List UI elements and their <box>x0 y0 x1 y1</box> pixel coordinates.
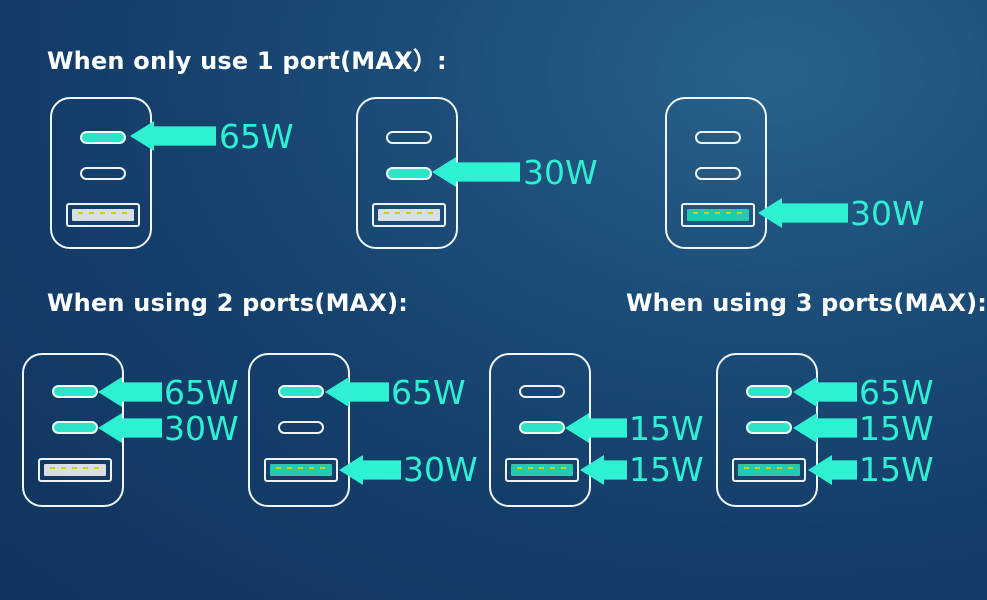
charger-single-a <box>665 97 767 249</box>
usb-c1-port <box>278 385 324 398</box>
watt-label: 30W <box>403 450 478 489</box>
watt-label: 15W <box>629 450 704 489</box>
usb-c2-port <box>519 421 565 434</box>
usb-a-port <box>732 458 806 482</box>
charger-two-c1-c2 <box>22 353 124 507</box>
usb-a-port <box>38 458 112 482</box>
usb-a-port <box>66 203 140 227</box>
watt-label: 65W <box>391 373 466 412</box>
heading-two-ports: When using 2 ports(MAX): <box>47 289 409 317</box>
usb-c1-port <box>386 131 432 144</box>
watt-label: 65W <box>219 117 294 156</box>
usb-a-port <box>681 203 755 227</box>
usb-c2-port <box>386 167 432 180</box>
watt-label: 15W <box>859 409 934 448</box>
watt-label: 30W <box>850 194 925 233</box>
usb-c2-port <box>278 421 324 434</box>
usb-c1-port <box>519 385 565 398</box>
usb-c2-port <box>80 167 126 180</box>
usb-c2-port <box>746 421 792 434</box>
usb-a-port <box>372 203 446 227</box>
charger-single-c1 <box>50 97 152 249</box>
usb-a-port <box>264 458 338 482</box>
charger-single-c2 <box>356 97 458 249</box>
watt-label: 30W <box>164 409 239 448</box>
usb-c1-port <box>695 131 741 144</box>
usb-c2-port <box>695 167 741 180</box>
charger-two-c1-a <box>248 353 350 507</box>
watt-label: 15W <box>859 450 934 489</box>
watt-label: 65W <box>164 373 239 412</box>
usb-c1-port <box>746 385 792 398</box>
heading-one-port: When only use 1 port(MAX）: <box>47 47 447 75</box>
usb-a-port <box>505 458 579 482</box>
heading-three-ports: When using 3 ports(MAX): <box>626 289 987 317</box>
watt-label: 15W <box>629 409 704 448</box>
usb-c1-port <box>80 131 126 144</box>
watt-label: 65W <box>859 373 934 412</box>
watt-label: 30W <box>523 153 598 192</box>
usb-c2-port <box>52 421 98 434</box>
arrow-icon <box>758 198 848 228</box>
usb-c1-port <box>52 385 98 398</box>
